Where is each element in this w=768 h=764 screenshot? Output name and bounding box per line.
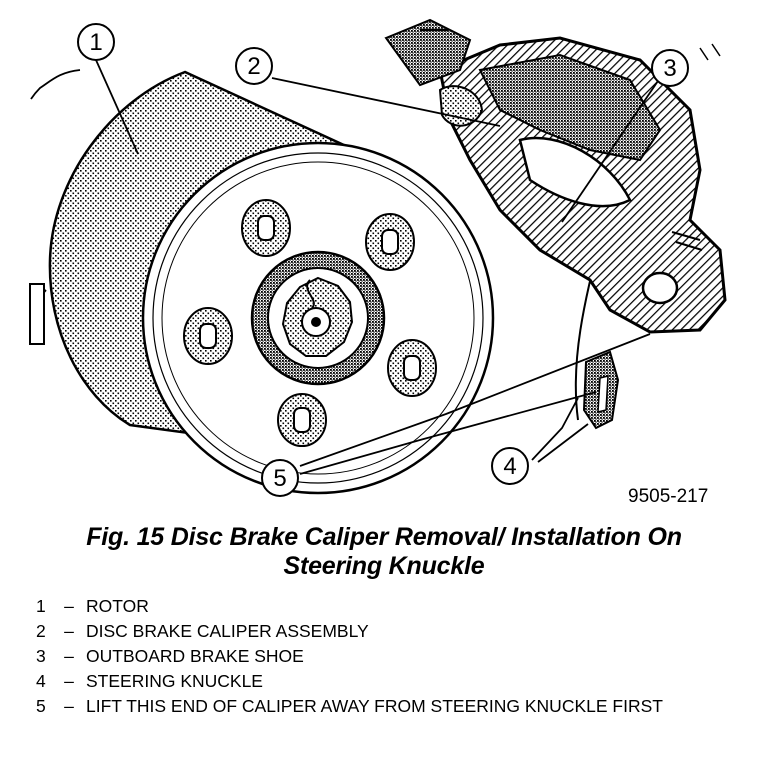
brake-caliper <box>384 18 727 334</box>
legend-number: 5 <box>36 696 46 716</box>
legend-item: 4 – STEERING KNUCKLE <box>36 670 756 692</box>
steering-knuckle <box>574 239 620 430</box>
legend-item: 2 – DISC BRAKE CALIPER ASSEMBLY <box>36 620 756 642</box>
legend-text: OUTBOARD BRAKE SHOE <box>86 646 304 666</box>
legend-number: 1 <box>36 596 46 616</box>
figure-caption: Fig. 15 Disc Brake Caliper Removal/ Inst… <box>30 523 738 581</box>
callout-2: 2 <box>235 47 273 85</box>
caption-line-1: Fig. 15 Disc Brake Caliper Removal/ Inst… <box>86 523 682 551</box>
legend-separator: – <box>64 621 74 641</box>
legend-number: 4 <box>36 671 46 691</box>
svg-text:5: 5 <box>273 465 286 492</box>
lug-studs <box>183 199 437 447</box>
lug-stud <box>183 307 233 365</box>
legend-separator: – <box>64 646 74 666</box>
svg-text:2: 2 <box>247 53 260 80</box>
leader-lines <box>30 59 661 475</box>
legend-text: STEERING KNUCKLE <box>86 671 263 691</box>
lug-stud <box>365 213 415 271</box>
legend-separator: – <box>64 696 74 716</box>
svg-text:3: 3 <box>663 55 676 82</box>
legend-item: 1 – ROTOR <box>36 595 756 617</box>
legend-list: 1 – ROTOR 2 – DISC BRAKE CALIPER ASSEMBL… <box>36 595 756 720</box>
lug-stud <box>277 393 327 447</box>
brake-diagram: 1 2 3 4 5 <box>29 18 727 497</box>
legend-item: 5 – LIFT THIS END OF CALIPER AWAY FROM S… <box>36 695 756 717</box>
figure-code: 9505-217 <box>628 486 709 507</box>
legend-separator: – <box>64 596 74 616</box>
callout-5: 5 <box>261 459 299 497</box>
callout-3: 3 <box>651 49 689 87</box>
legend-text: ROTOR <box>86 596 149 616</box>
legend-item: 3 – OUTBOARD BRAKE SHOE <box>36 645 756 667</box>
legend-separator: – <box>64 671 74 691</box>
svg-text:4: 4 <box>503 453 516 480</box>
caption-line-2: Steering Knuckle <box>283 552 485 580</box>
svg-text:1: 1 <box>89 29 102 56</box>
legend-number: 2 <box>36 621 46 641</box>
callout-4: 4 <box>491 447 529 485</box>
lug-stud <box>387 339 437 397</box>
legend-number: 3 <box>36 646 46 666</box>
legend-text: LIFT THIS END OF CALIPER AWAY FROM STEER… <box>86 696 663 716</box>
lug-stud <box>241 199 291 257</box>
callout-1: 1 <box>77 23 115 61</box>
legend-text: DISC BRAKE CALIPER ASSEMBLY <box>86 621 369 641</box>
